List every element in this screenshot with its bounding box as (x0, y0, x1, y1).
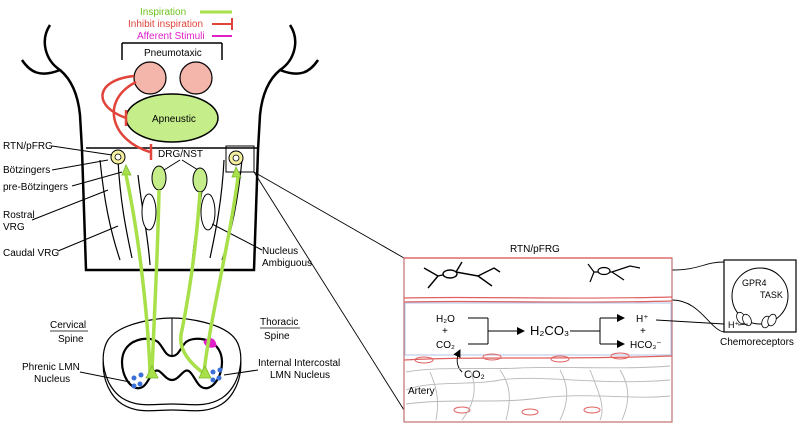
brainstem-outline (20, 24, 320, 272)
legend: Inspiration Inhibit inspiration Afferent… (128, 7, 233, 42)
intercostal-lmn-dots (210, 367, 223, 383)
task-label: TASK (760, 290, 783, 300)
medulla-columns (99, 159, 243, 266)
pneumotaxic-right-nucleus (179, 61, 213, 95)
artery-label: Artery (408, 386, 435, 397)
endothelial-cells (414, 352, 630, 416)
rostral-vrg-label-1: Rostral (3, 210, 35, 221)
legend-afferent-label: Afferent Stimuli (137, 31, 205, 42)
hplus-to-chemoreceptor-arrow (655, 319, 725, 325)
cervical-spine-label-1: Cervical (50, 320, 86, 331)
co2-blood-label: CO₂ (464, 369, 485, 381)
inset-vessel-walls (403, 257, 673, 361)
apneustic-label: Apneustic (152, 114, 196, 125)
drg-nst-label: DRG/NST (158, 149, 203, 160)
intercostal-label-1: Internal Intercostal (258, 358, 340, 369)
plus-label-2: + (640, 326, 646, 337)
pneumotaxic-label: Pneumotaxic (144, 48, 202, 59)
inhibit-pathways (101, 74, 153, 160)
rtn-right-highlight-box (225, 145, 255, 173)
pre-botzingers-label: pre-Bötzingers (3, 182, 68, 193)
chemoreceptor-cell (731, 267, 789, 325)
inspiration-pathways (124, 174, 240, 377)
h2o-label: H₂O (436, 314, 455, 325)
phrenic-label-2: Nucleus (34, 374, 70, 385)
caudal-vrg-nucleus (141, 193, 157, 231)
pneumotaxic-left-nucleus (133, 61, 167, 95)
cervical-spine-label-2: Spine (58, 334, 84, 345)
inset-title: RTN/pFRG (510, 244, 560, 255)
thoracic-spine-label-1: Thoracic (260, 317, 298, 328)
rtn-pfrg-left-label: RTN/pFRG (3, 141, 53, 152)
pre-botzinger-left-triangle (121, 164, 132, 176)
zoom-lines (253, 171, 725, 411)
rostral-vrg-label-2: VRG (3, 222, 25, 233)
intercostal-label-2: LMN Nucleus (270, 370, 330, 381)
co2-label: CO₂ (436, 340, 455, 351)
hco3-label: HCO₃⁻ (630, 340, 662, 351)
phrenic-lmn-dots (131, 372, 144, 389)
hplus-label: H⁺ (636, 314, 649, 325)
h2co3-label: H₂CO₃ (530, 323, 569, 338)
gpr4-receptor-icon (736, 311, 752, 327)
task-channel-icon (761, 313, 777, 329)
co2-diffusion-arrow (453, 349, 463, 373)
legend-inhibit-label: Inhibit inspiration (128, 19, 203, 30)
intercostal-inspiration-arrowhead (198, 365, 212, 379)
caudal-vrg-label: Caudal VRG (3, 248, 59, 259)
nucleus-ambiguous-label-2: Ambiguous (262, 258, 312, 269)
phrenic-inspiration-arrowhead (145, 365, 159, 379)
drg-left-nucleus (151, 165, 167, 191)
artery-texture (405, 365, 671, 421)
nucleus-ambiguous-label-1: Nucleus (262, 246, 298, 257)
rtn-neuron-right (587, 263, 641, 283)
rtn-neuron-left (423, 261, 501, 289)
plus-label-1: + (442, 326, 448, 337)
nucleus-ambiguous-oval (200, 193, 216, 231)
botzingers-label: Bötzingers (3, 165, 50, 176)
chemoreceptors-label: Chemoreceptors (720, 337, 794, 348)
gpr4-label: GPR4 (742, 278, 767, 288)
drg-right-nucleus (192, 167, 208, 193)
legend-inspiration-label: Inspiration (140, 7, 186, 18)
phrenic-label-1: Phrenic LMN (22, 362, 80, 373)
thoracic-spine-label-2: Spine (264, 331, 290, 342)
chemo-hplus-label: H⁺ (728, 320, 739, 330)
interstitial-region (404, 302, 672, 356)
